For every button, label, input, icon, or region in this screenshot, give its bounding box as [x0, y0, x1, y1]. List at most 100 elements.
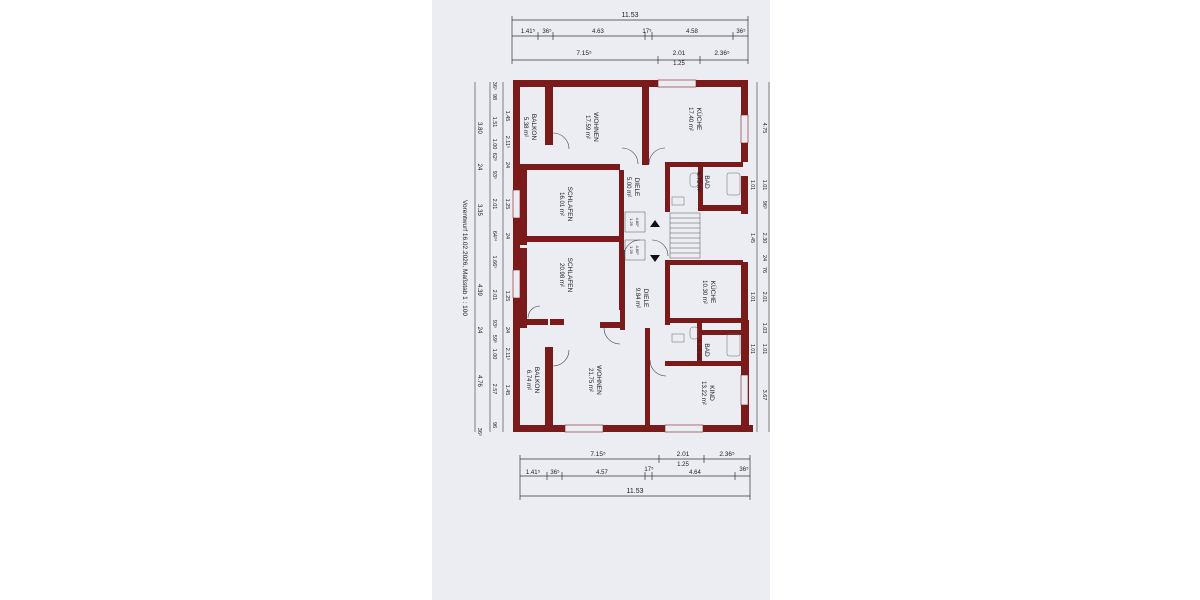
- left-dim-label: 36⁵: [476, 428, 483, 436]
- stair-labels: 4.80² 1.29 4.80² 1.29: [629, 217, 640, 255]
- top-dim-label: 36⁵: [736, 28, 746, 35]
- top-dimensions: [511, 16, 749, 64]
- right-dim-label: 96⁵: [761, 201, 768, 209]
- right-dim-label: 1.03: [761, 323, 767, 334]
- right-dim-label: 1.45: [749, 233, 755, 243]
- washbasin-icon: [671, 196, 685, 206]
- arrow-up-icon: [650, 220, 660, 227]
- right-dim-label: 2.01: [761, 292, 767, 303]
- top-dim-label: 7.15⁵: [576, 50, 592, 57]
- bottom-dim-label: 2.01: [677, 451, 690, 458]
- room-balkon-top: BALKON 5.38 m²: [522, 114, 537, 141]
- stair-arrows: [650, 220, 660, 262]
- arrow-down-icon: [650, 255, 660, 262]
- right-dimensions: [756, 82, 770, 432]
- room-bad-top: BAD 6.79 m²: [695, 172, 710, 192]
- top-dim-label: 36⁵: [542, 28, 552, 35]
- room-name: WOHNEN: [595, 365, 602, 395]
- right-dim-label: 2.30: [761, 233, 767, 244]
- right-dim-label: 1.01: [749, 180, 755, 190]
- left-dim-label: 93⁵: [491, 171, 498, 179]
- left-dim-label: 1.25: [504, 199, 510, 210]
- top-dim-label: 2.01: [673, 50, 686, 57]
- room-wohnen-bottom: WOHNEN 21.75 m²: [587, 365, 602, 395]
- top-dimension-labels: 11.53 1.41⁵ 36⁵ 4.63 17⁵ 4.58 36⁵ 7.15⁵ …: [521, 12, 746, 67]
- left-dimensions: [474, 82, 504, 432]
- left-dim-label: 2.11⁵: [504, 136, 511, 149]
- left-dim-label: 96: [491, 422, 497, 428]
- room-name: KIND: [708, 385, 715, 401]
- bathtub-icon: [726, 172, 741, 196]
- bottom-dim-label: 7.15⁵: [590, 451, 606, 458]
- right-dim-label: 1.01: [761, 180, 767, 191]
- left-dim-label: 3.35: [476, 204, 482, 216]
- left-dim-label: 24: [476, 164, 482, 171]
- room-kueche-bottom: KÜCHE 10.30 m²: [701, 280, 717, 304]
- left-mid-labels: 36⁵ 98 1.51 1.00 62⁵ 93⁵ 2.01 64²⁴ 1.66⁵…: [476, 82, 498, 436]
- right-dim-label: 1.01: [749, 292, 755, 302]
- left-dim-label: 93⁵: [491, 320, 498, 328]
- toilet-icon: [689, 326, 699, 340]
- room-name: SCHLAFEN: [566, 258, 573, 293]
- washbasin-icon: [671, 333, 685, 343]
- right-dim-label: 24: [761, 255, 767, 261]
- left-dim-label: 24: [504, 233, 510, 239]
- walls: [513, 80, 753, 432]
- room-name: WOHNEN: [592, 112, 599, 142]
- stair-label: 4.80²: [635, 217, 640, 227]
- room-area: 10.30 m²: [701, 280, 707, 304]
- room-name: BAD: [703, 343, 710, 357]
- top-dim-label: 1.41⁵: [521, 28, 536, 35]
- top-opening-label: 1.25: [673, 61, 685, 67]
- room-name: DIELE: [642, 289, 649, 308]
- left-dim-label: 2.11⁵: [504, 348, 511, 361]
- room-area: 21.75 m²: [587, 368, 593, 392]
- room-kueche-top: KÜCHE 17.40 m²: [687, 107, 703, 131]
- bottom-opening-label: 1.25: [677, 462, 689, 468]
- bottom-dim-label: 36⁵: [739, 466, 749, 473]
- right-dim-label: 1.01: [761, 344, 767, 355]
- room-name: KÜCHE: [709, 281, 717, 304]
- left-dim-label: 64²⁴: [491, 231, 498, 242]
- left-dim-label: 1.45: [504, 385, 510, 396]
- room-schlafen-bottom: SCHLAFEN 20.98 m²: [558, 258, 573, 293]
- top-dim-label: 4.58: [686, 29, 698, 35]
- fixtures: [671, 172, 741, 357]
- windows: [512, 79, 749, 433]
- left-dim-label: 2.57: [491, 384, 497, 395]
- room-area: 6.74 m²: [525, 370, 531, 390]
- right-dim-label: 1.01: [749, 344, 755, 354]
- room-bad-bottom: BAD 6.15 m²: [695, 340, 710, 360]
- room-area: 17.40 m²: [687, 107, 693, 131]
- plan-caption: Vorentwurf 16.02.2026, Maßstab 1 : 100: [461, 200, 468, 316]
- stair-label: 1.29: [629, 218, 634, 227]
- room-area: 16.01 m²: [558, 192, 564, 216]
- room-wohnen-top: WOHNEN 17.59 m²: [584, 112, 599, 142]
- bottom-dimension-labels: 7.15⁵ 2.01 2.36⁵ 1.25 1.41⁵ 36⁵ 4.57 17⁵…: [526, 451, 749, 495]
- bottom-dim-label: 36⁵: [550, 469, 560, 476]
- room-area: 5.38 m²: [522, 117, 528, 137]
- staircase: [624, 211, 701, 261]
- room-name: DIELE: [633, 178, 640, 197]
- room-area: 9.84 m²: [634, 288, 640, 308]
- top-dim-label: 2.36⁵: [714, 50, 730, 57]
- room-name: SCHLAFEN: [566, 187, 573, 222]
- left-dim-label: 24: [504, 327, 510, 333]
- room-diele-bottom: DIELE 9.84 m²: [634, 288, 649, 308]
- room-schlafen-top: SCHLAFEN 16.01 m²: [558, 187, 573, 222]
- room-area: 20.98 m²: [558, 263, 564, 287]
- bottom-dim-label: 4.57: [596, 470, 608, 476]
- left-dim-label: 3.80: [476, 122, 482, 134]
- room-labels: BALKON 5.38 m² WOHNEN 17.59 m² KÜCHE 17.…: [522, 107, 717, 405]
- right-dim-label: 3.67: [761, 390, 767, 401]
- left-dim-label: 1.00: [491, 349, 497, 360]
- bottom-dim-label: 1.41⁵: [526, 469, 541, 476]
- room-area: 17.59 m²: [584, 115, 590, 139]
- room-name: KÜCHE: [695, 108, 703, 131]
- left-dim-label: 98: [491, 94, 497, 100]
- left-dim-label: 24: [476, 327, 482, 334]
- room-area: 6.15 m²: [695, 340, 701, 360]
- stair-label: 1.29: [629, 246, 634, 255]
- room-kind: KIND 13.22 m²: [700, 381, 715, 405]
